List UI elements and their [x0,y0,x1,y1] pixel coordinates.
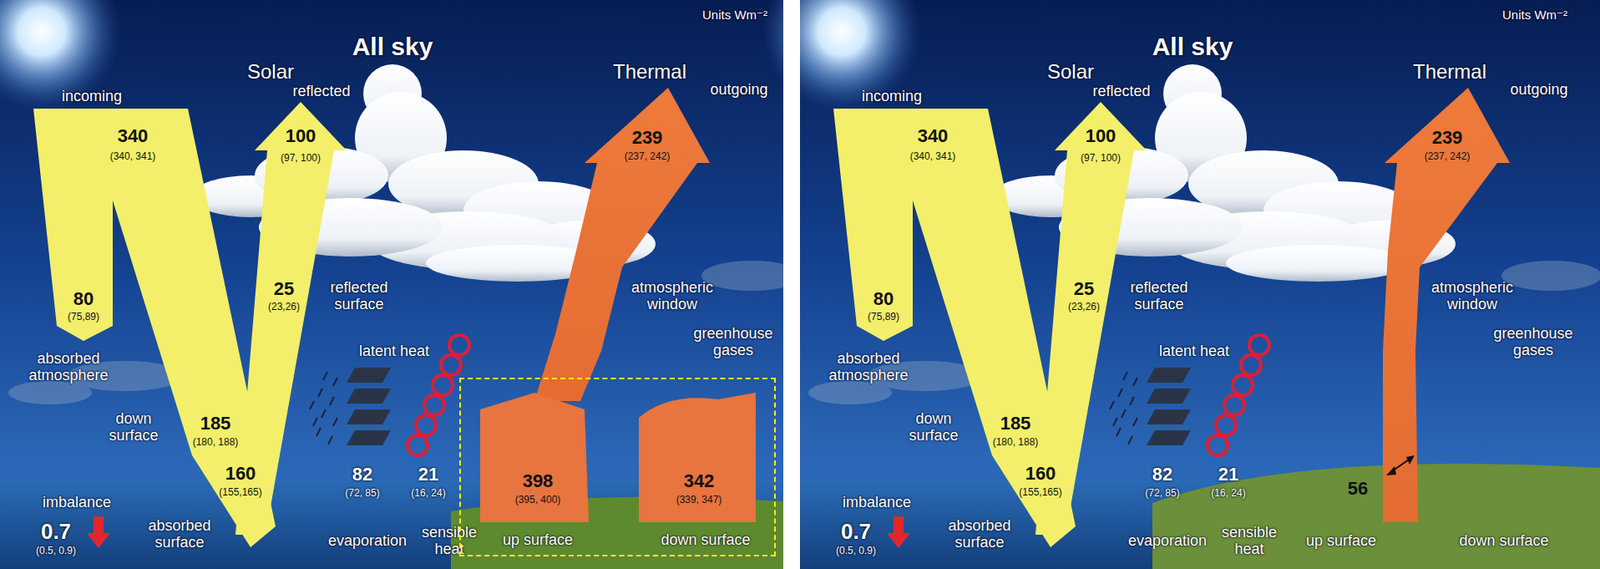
flow-label: latent heat [1159,343,1230,360]
flux-range: (237, 242) [624,151,671,163]
flow-label: imbalance [42,494,112,512]
panel-title: All sky [1152,32,1234,61]
flux-value: 398 [522,470,554,492]
flux-range: (75,89) [67,311,100,323]
flux-range: (0.5, 0.9) [35,545,76,557]
flow-label: reflected [292,83,350,101]
flow-label: down surface [100,410,168,445]
panel-gap [783,0,800,569]
flow-label: absorbed surface [141,517,218,552]
flow-label: incoming [61,88,122,106]
flux-value: 25 [1073,278,1094,299]
flux-value: 0.7 [840,519,871,544]
flux-value: 56 [1347,478,1368,499]
flow-label: greenhouse gases [1487,325,1580,360]
flux-range: (340, 341) [910,151,957,163]
flow-label: down surface [1458,532,1549,550]
flux-range: (72, 85) [344,487,380,499]
flux-range: (97, 100) [1080,152,1121,164]
flow-label: up surface [502,531,573,549]
flow-label: sensible heat [415,524,483,558]
flux-value: 185 [1000,413,1032,434]
flux-range: (75,89) [867,311,900,323]
units-label: Units Wm⁻² [1502,8,1568,23]
flux-value: 239 [632,127,664,148]
flux-range: (339, 347) [676,494,723,506]
flux-value: 80 [873,288,894,309]
flow-label: evaporation [328,532,407,550]
flux-range: (16, 24) [410,487,446,499]
flux-value: 160 [225,463,257,484]
flow-label: reflected surface [317,279,401,314]
flux-range: (72, 85) [1144,487,1180,499]
section-heading: Thermal [1412,60,1487,83]
flux-range: (237, 242) [1424,151,1471,163]
width-arrow [1386,455,1415,476]
flux-value: 185 [200,413,232,434]
section-heading: Solar [247,60,294,83]
flow-label: absorbed surface [941,517,1018,552]
down-surface-band [638,392,756,522]
flow-label: absorbed atmosphere [18,350,119,385]
flux-range: (0.5, 0.9) [835,545,876,557]
flux-value: 100 [1085,126,1117,147]
flux-value: 0.7 [40,519,71,544]
land-ground [1152,463,1600,569]
flux-range: (23,26) [1068,301,1100,313]
flux-range: (97, 100) [280,152,321,164]
flux-value: 340 [117,126,149,147]
flux-value: 239 [1432,127,1464,148]
flux-value: 160 [1025,463,1057,484]
flow-label: down surface [660,531,750,549]
flux-range: (23,26) [268,301,300,313]
flux-value: 82 [1152,464,1173,485]
flux-range: (180, 188) [992,436,1039,448]
flux-value: 25 [273,278,294,299]
flux-range: (155,165) [218,486,262,498]
flow-label: imbalance [842,494,912,512]
flow-label: outgoing [709,81,768,99]
flux-value: 21 [1218,464,1239,485]
flow-label: outgoing [1509,81,1568,99]
flow-label: atmospheric window [626,279,719,314]
flow-label: sensible heat [1215,524,1283,558]
flow-label: latent heat [359,343,430,360]
section-heading: Solar [1047,60,1094,83]
flux-value: 342 [683,470,715,492]
flow-label: absorbed atmosphere [818,350,919,385]
up-surface-band [480,392,589,522]
flow-label: reflected [1092,83,1150,101]
dashed-highlight-box: 398 (395, 400) 342 (339, 347) up surface down… [459,377,776,557]
units-label: Units Wm⁻² [702,8,768,23]
flow-label: up surface [1306,532,1377,550]
flow-label: incoming [861,88,922,106]
thermal-outgoing-band [534,87,710,401]
flux-range: (340, 341) [110,151,157,163]
flux-range: (155,165) [1018,486,1062,498]
panel-title: All sky [352,32,434,61]
flux-value: 82 [352,464,373,485]
flux-range: (180, 188) [192,436,239,448]
flux-range: (395, 400) [515,494,562,506]
flux-value: 340 [917,126,949,147]
flux-value: 21 [418,464,439,485]
flow-label: evaporation [1128,532,1207,550]
flow-label: greenhouse gases [687,325,780,360]
section-heading: Thermal [612,60,687,83]
flux-value: 100 [285,126,317,147]
flow-label: atmospheric window [1426,279,1519,314]
flow-label: reflected surface [1117,279,1201,314]
flux-range: (16, 24) [1210,487,1246,499]
right-panel [762,0,1600,569]
flux-value: 80 [73,288,94,309]
left-panel [0,0,802,569]
flow-label: down surface [900,410,968,445]
